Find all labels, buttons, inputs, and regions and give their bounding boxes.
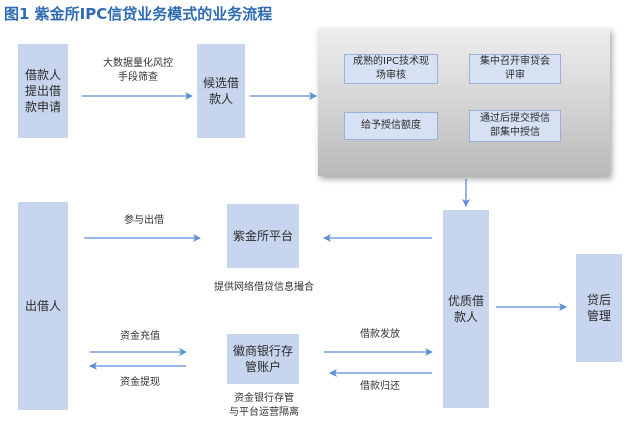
repay-label: 借款归还 (360, 381, 400, 392)
review-panel (318, 28, 610, 176)
headquarters-credit-box: 通过后提交授信 部集中授信 (469, 110, 561, 142)
withdraw-label: 资金提现 (120, 377, 160, 388)
big-data-screening-label: 大数据量化风控 手段筛查 (103, 58, 173, 83)
disburse-label: 借款发放 (360, 329, 400, 340)
diagram-title: 图1 紫金所IPC信贷业务模式的业务流程 (4, 5, 273, 23)
quality-borrower-box: 优质借 款人 (443, 210, 489, 408)
ipc-review-box: 成熟的IPC技术现 场审核 (344, 54, 438, 84)
bank-custody-account-box: 徽商银行存 管账户 (227, 334, 299, 384)
committee-review-box: 集中召开审贷会 评审 (469, 54, 561, 84)
participate-label: 参与出借 (124, 215, 164, 226)
platform-box: 紫金所平台 (227, 204, 299, 268)
borrower-apply-box: 借款人 提出借 款申请 (18, 44, 68, 138)
post-loan-box: 贷后 管理 (576, 254, 622, 362)
deposit-label: 资金充值 (120, 331, 160, 342)
info-match-label: 提供网络借贷信息撮合 (214, 282, 314, 293)
lender-box: 出借人 (18, 202, 68, 410)
custody-isolation-label: 资金银行存管 与平台运营隔离 (229, 393, 299, 418)
credit-limit-box: 给予授信额度 (344, 112, 438, 140)
candidate-borrower-box: 候选借 款人 (197, 44, 245, 138)
